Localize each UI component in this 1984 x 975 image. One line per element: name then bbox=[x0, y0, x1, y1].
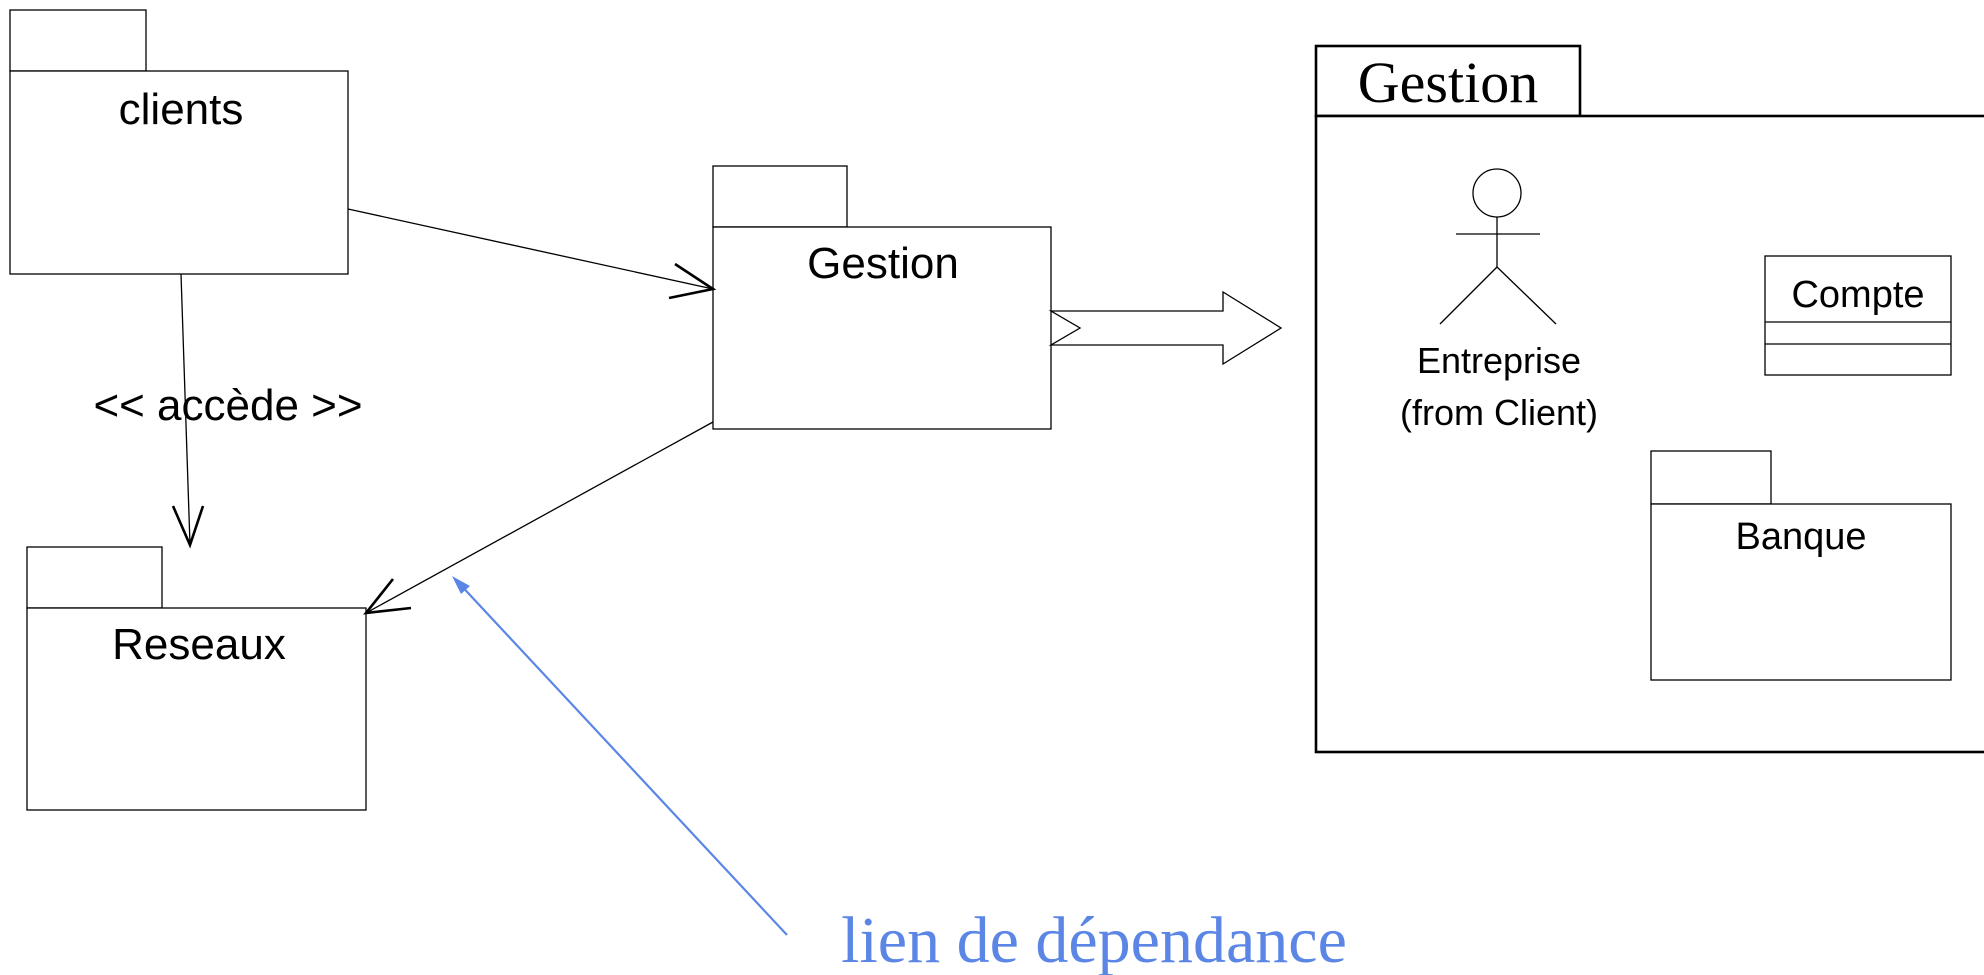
actor-name: Entreprise bbox=[1417, 340, 1581, 381]
annotation-pointer-line bbox=[455, 579, 788, 936]
class-compte-box bbox=[1764, 255, 1952, 376]
dependency-clients-reseaux-arrowhead bbox=[171, 505, 205, 549]
actor-left-leg bbox=[1439, 266, 1498, 325]
package-reseaux[interactable]: Reseaux bbox=[26, 546, 367, 811]
dependency-clients-gestion-line bbox=[347, 208, 714, 290]
dependency-clients-gestion[interactable] bbox=[347, 208, 717, 300]
package-gestion-tab bbox=[712, 165, 848, 228]
package-reseaux-body bbox=[26, 607, 367, 811]
class-compte[interactable]: Compte bbox=[1764, 255, 1952, 376]
actor-head bbox=[1472, 168, 1522, 218]
actor-origin: (from Client) bbox=[1400, 392, 1598, 433]
dependency-stereotype-label: << accède >> bbox=[93, 381, 362, 430]
dependency-clients-reseaux[interactable] bbox=[171, 273, 205, 549]
package-gestion[interactable]: Gestion bbox=[712, 165, 1052, 430]
package-reseaux-tab bbox=[26, 546, 163, 609]
dependency-gestion-reseaux-line bbox=[365, 421, 714, 614]
package-banque-label: Banque bbox=[1735, 516, 1866, 558]
package-clients-body bbox=[9, 70, 349, 275]
class-compte-label: Compte bbox=[1791, 274, 1924, 316]
annotation-dependency-link: lien de dépendance bbox=[452, 576, 1347, 975]
annotation-text: lien de dépendance bbox=[841, 904, 1347, 975]
dependency-gestion-reseaux[interactable] bbox=[363, 421, 714, 615]
expand-arrow bbox=[1048, 290, 1283, 366]
dependency-clients-gestion-arrowhead bbox=[668, 262, 717, 300]
dependency-clients-reseaux-line bbox=[180, 273, 191, 546]
package-banque[interactable]: Banque bbox=[1650, 450, 1952, 681]
package-reseaux-label: Reseaux bbox=[112, 620, 286, 669]
package-banque-tab bbox=[1650, 450, 1772, 505]
actor-entreprise[interactable]: Entreprise (from Client) bbox=[1400, 168, 1598, 433]
package-gestion-label: Gestion bbox=[807, 239, 959, 288]
dependency-gestion-reseaux-arrowhead bbox=[363, 578, 412, 615]
expanded-package-title: Gestion bbox=[1358, 50, 1538, 115]
annotation-pointer-arrowhead bbox=[452, 576, 470, 594]
package-clients-tab bbox=[9, 9, 147, 72]
package-gestion-body bbox=[712, 226, 1052, 430]
actor-right-leg bbox=[1496, 266, 1557, 325]
package-banque-body bbox=[1650, 503, 1952, 681]
package-clients-label: clients bbox=[119, 85, 244, 134]
package-clients[interactable]: clients bbox=[9, 9, 349, 275]
